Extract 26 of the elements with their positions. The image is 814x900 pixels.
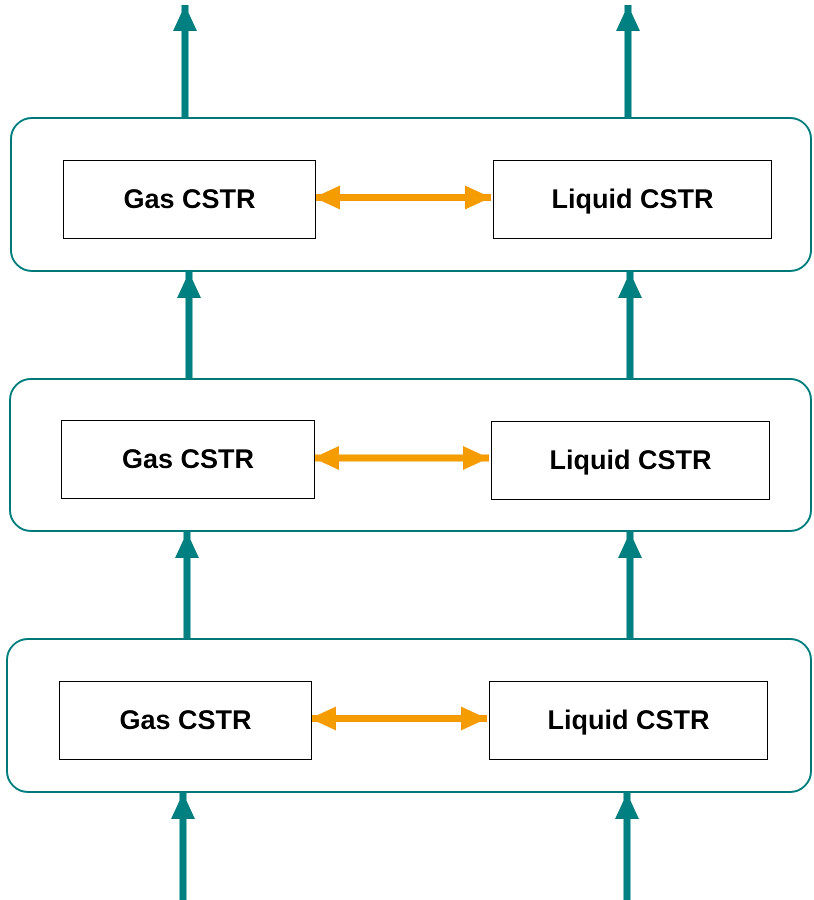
reactor-label: Gas CSTR [119,704,252,737]
reactor-label: Liquid CSTR [550,444,712,477]
reactor-box [59,681,312,760]
arrow [175,532,199,638]
reactor-label: Liquid CSTR [552,182,714,216]
reactor-label: Gas CSTR [123,182,256,216]
arrow [618,272,642,378]
arrow [171,793,195,900]
arrow [615,793,639,900]
reactor-box [491,421,770,500]
reactor-label: Gas CSTR [122,442,254,476]
arrow [618,532,642,638]
arrow [313,446,489,470]
reactor-box [489,681,768,760]
reactor-label: Liquid CSTR [548,704,710,737]
compartment-panel [9,378,812,532]
compartment-panel [10,117,812,272]
arrow [177,272,201,378]
compartment-panel [6,638,812,793]
arrow [310,706,487,730]
arrow [314,186,491,210]
arrow [173,5,197,117]
reactor-box [63,160,316,239]
arrow [616,5,640,117]
reactor-box [61,420,315,499]
reactor-box [493,160,772,239]
